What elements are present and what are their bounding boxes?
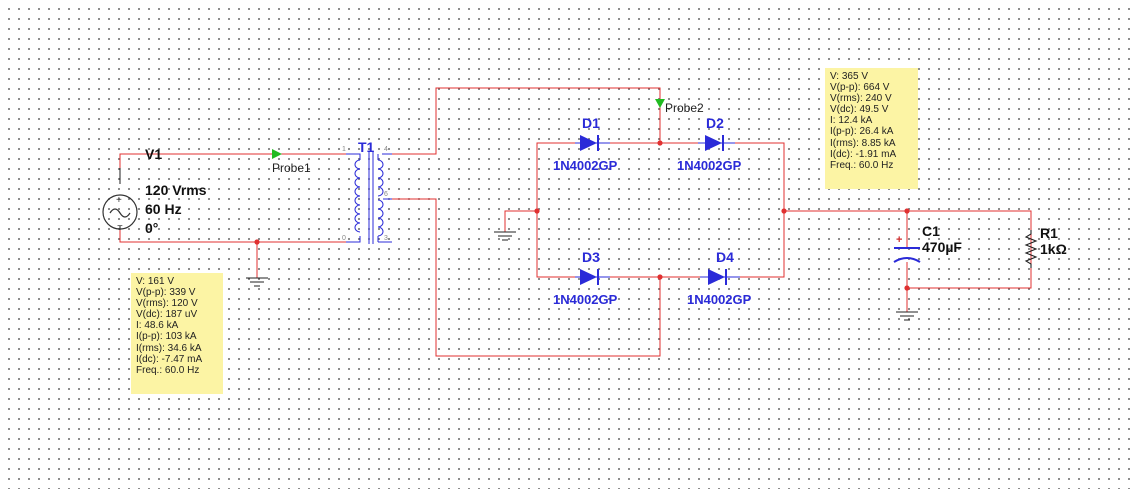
ac-source-v1[interactable]: + − V1 120 Vrms 60 Hz 0° <box>102 146 207 236</box>
capacitor-c1[interactable]: + C1 470µF <box>893 223 962 263</box>
d1-model-label: 1N4002GP <box>553 158 618 173</box>
probe1-reading: V(p-p): 339 V <box>136 287 196 299</box>
probe2-reading: I(dc): -1.91 mA <box>830 148 897 160</box>
junction-dot <box>904 208 910 214</box>
probe1-reading: I(rms): 34.6 kA <box>136 342 202 354</box>
v1-phase-label: 0° <box>145 220 158 236</box>
transformer-t1[interactable]: T1 1 0 4 6 3 <box>342 139 392 244</box>
probe2-reading: V(p-p): 664 V <box>830 82 890 94</box>
probe2-reading: I(p-p): 26.4 kA <box>830 126 894 138</box>
d2-ref-label: D2 <box>706 115 724 131</box>
d4-model-label: 1N4002GP <box>687 292 752 307</box>
resistor-r1[interactable]: R1 1kΩ <box>1024 225 1067 268</box>
r1-value-label: 1kΩ <box>1040 241 1067 257</box>
junctions <box>254 140 910 291</box>
v1-ref-label: V1 <box>145 146 162 162</box>
secondary-coil-lower <box>377 199 384 237</box>
probe2-readout-box[interactable]: V: 365 V V(p-p): 664 V V(rms): 240 V V(d… <box>825 68 918 189</box>
t1-ref-label: T1 <box>358 139 375 155</box>
d2-model-label: 1N4002GP <box>677 158 742 173</box>
d1-ref-label: D1 <box>582 115 600 131</box>
primary-coil <box>354 159 361 233</box>
probe2-reading: V(dc): 49.5 V <box>830 104 889 116</box>
resistor-zigzag-icon <box>1024 230 1038 268</box>
diode-triangle-icon <box>580 135 597 151</box>
secondary-coil-upper <box>377 159 384 197</box>
wire-bridge-ground[interactable] <box>504 210 537 232</box>
d4-ref-label: D4 <box>716 249 734 265</box>
junction-dot <box>254 239 260 245</box>
probe-marker-icon <box>272 149 282 159</box>
c1-ref-label: C1 <box>922 223 940 239</box>
probe2-reading: I(rms): 8.85 kA <box>830 137 896 149</box>
pin-label: 0 <box>342 235 346 242</box>
probe1-reading: V(dc): 187 uV <box>136 309 198 321</box>
diode-triangle-icon <box>705 135 722 151</box>
wire-secondary-center[interactable] <box>383 198 661 357</box>
pin-label: 6 <box>384 191 388 198</box>
pin-label: 4 <box>384 146 388 153</box>
probe1-label: Probe1 <box>272 161 311 175</box>
probe2-label: Probe2 <box>665 101 704 115</box>
d3-ref-label: D3 <box>582 249 600 265</box>
pin-label: 3 <box>384 235 388 242</box>
sine-wave-icon <box>109 208 131 218</box>
r1-ref-label: R1 <box>1040 225 1058 241</box>
probe1-reading: V: 161 V <box>136 276 174 287</box>
capacitor-polarity-plus: + <box>896 234 902 246</box>
ground-primary <box>246 277 268 287</box>
wire-secondary-top[interactable] <box>386 87 661 155</box>
pin-label: 1 <box>342 146 346 153</box>
probe2-reading: V(rms): 240 V <box>830 93 892 105</box>
probe2[interactable]: Probe2 <box>655 99 704 115</box>
ac-source-symbol <box>102 194 138 230</box>
probe1-reading: V(rms): 120 V <box>136 298 198 310</box>
probe1-reading: Freq.: 60.0 Hz <box>136 364 200 376</box>
probe1-reading: I: 48.6 kA <box>136 320 179 332</box>
diode-d3[interactable]: D3 1N4002GP <box>553 249 618 307</box>
d3-model-label: 1N4002GP <box>553 292 618 307</box>
probe1-readout-box[interactable]: V: 161 V V(p-p): 339 V V(rms): 120 V V(d… <box>131 273 223 394</box>
probe1-reading: I(dc): -7.47 mA <box>136 353 203 365</box>
c1-value-label: 470µF <box>922 239 962 255</box>
junction-dot <box>657 140 663 146</box>
ground-bridge <box>494 231 516 241</box>
probe2-reading: Freq.: 60.0 Hz <box>830 159 894 171</box>
diode-d1[interactable]: D1 1N4002GP <box>553 115 618 173</box>
diode-d4[interactable]: D4 1N4002GP <box>687 249 752 307</box>
wire-v1-bottom[interactable] <box>119 230 355 243</box>
probe1[interactable]: Probe1 <box>272 149 311 175</box>
junction-dot <box>904 285 910 291</box>
v1-frequency-label: 60 Hz <box>145 201 182 217</box>
diode-triangle-icon <box>708 269 725 285</box>
junction-dot <box>657 274 663 280</box>
diode-triangle-icon <box>580 269 597 285</box>
junction-dot <box>781 208 787 214</box>
probe2-reading: V: 365 V <box>830 71 868 82</box>
probe2-reading: I: 12.4 kA <box>830 115 873 127</box>
diode-d2[interactable]: D2 1N4002GP <box>677 115 742 173</box>
probe-marker-icon <box>655 99 665 108</box>
minus-sign: − <box>117 221 123 232</box>
ground-output <box>896 311 918 321</box>
plus-sign: + <box>116 195 122 206</box>
probe1-reading: I(p-p): 103 kA <box>136 331 197 343</box>
v1-rms-label: 120 Vrms <box>145 182 207 198</box>
junction-dot <box>534 208 540 214</box>
